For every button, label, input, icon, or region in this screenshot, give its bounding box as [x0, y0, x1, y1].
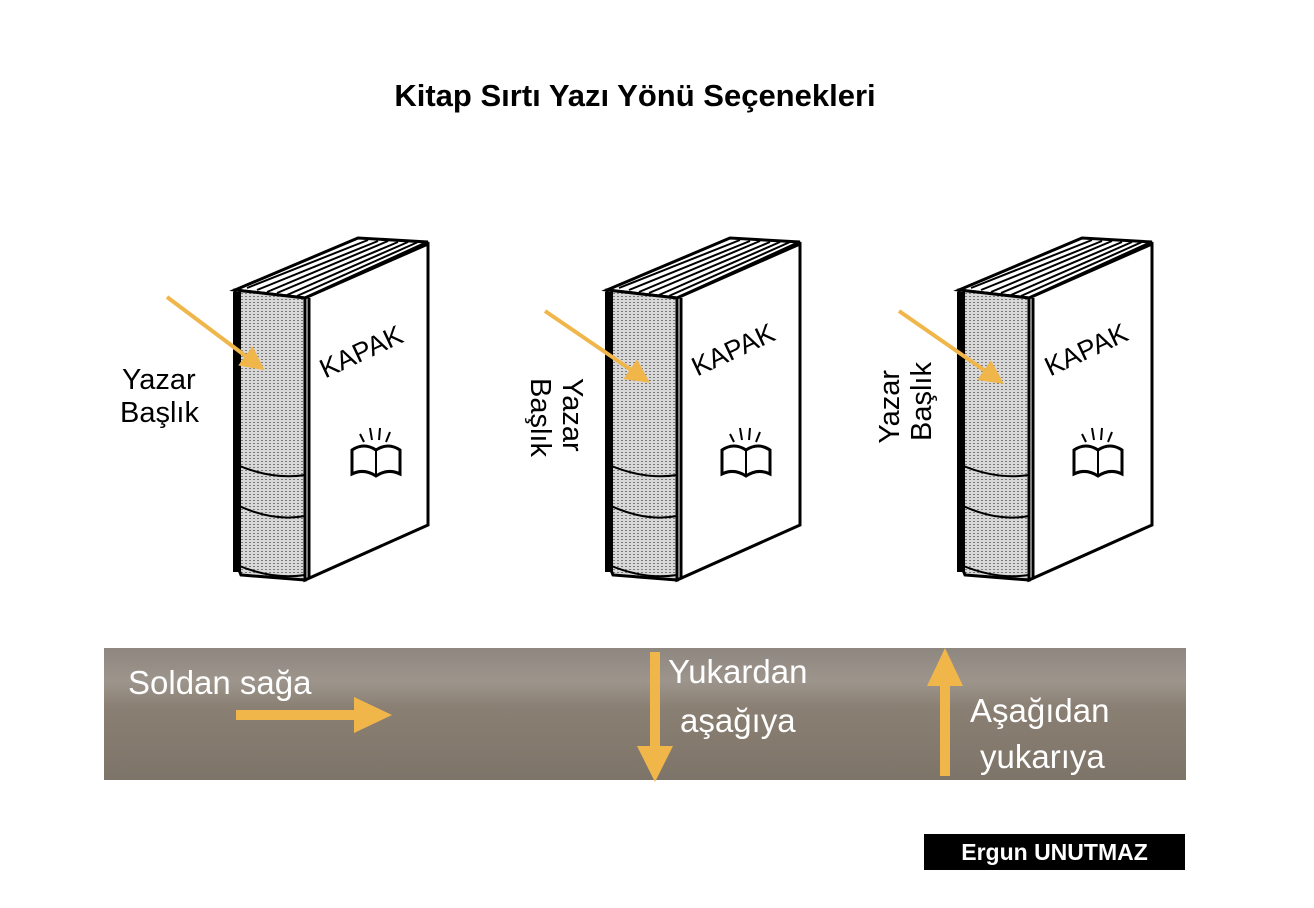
- book-2-label-title: Başlık: [524, 378, 556, 457]
- author-badge: Ergun UNUTMAZ: [924, 834, 1185, 870]
- books-illustration: KAPAK KAPAK KAPAK: [165, 236, 1154, 582]
- direction-arrows: [236, 648, 963, 782]
- pointer-arrow: [543, 309, 650, 383]
- bottom-up-label-1: Aşağıdan: [970, 692, 1110, 729]
- arrow-right-icon: [236, 697, 392, 733]
- arrow-up-icon: [927, 648, 963, 776]
- left-to-right-label: Soldan sağa: [128, 664, 312, 701]
- book-3-label-title: Başlık: [906, 362, 938, 441]
- book-1: [231, 236, 430, 582]
- book-3: [955, 236, 1154, 582]
- pointer-arrow: [897, 309, 1004, 384]
- top-down-label-1: Yukardan: [668, 653, 808, 690]
- book-2-label-author: Yazar: [556, 378, 588, 452]
- top-down-label-2: aşağıya: [680, 702, 796, 739]
- bottom-up-label-2: yukarıya: [980, 738, 1105, 775]
- diagram-title: Kitap Sırtı Yazı Yönü Seçenekleri: [394, 78, 876, 113]
- book-3-label-author: Yazar: [874, 370, 906, 444]
- book-1-label-title: Başlık: [120, 397, 199, 429]
- book-2: [603, 236, 802, 582]
- arrow-down-icon: [637, 652, 673, 782]
- book-1-label-author: Yazar: [122, 364, 196, 396]
- pointer-arrow: [165, 295, 265, 371]
